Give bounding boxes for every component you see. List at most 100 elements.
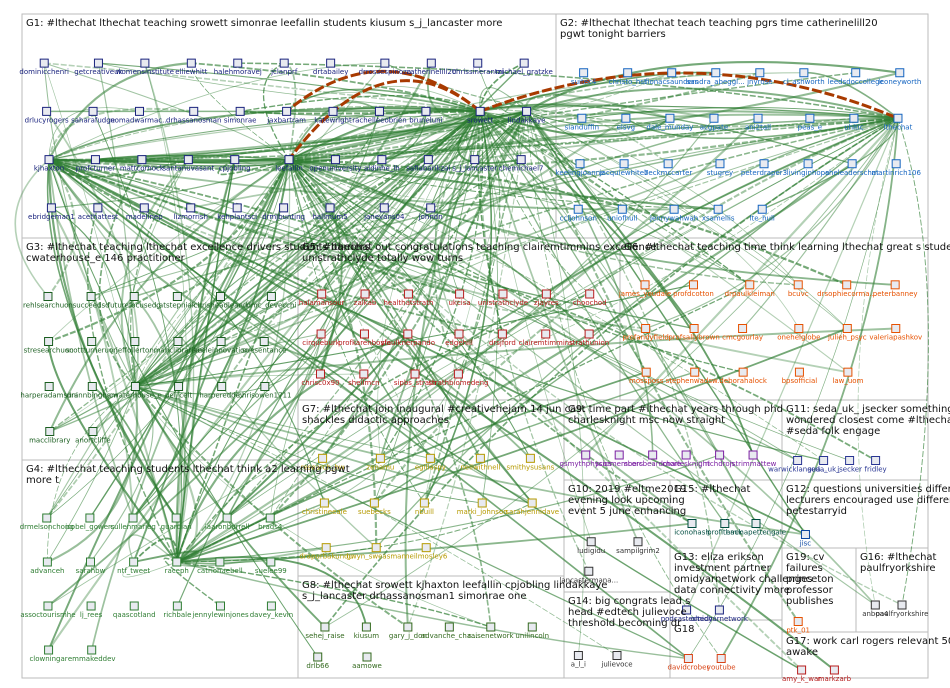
node-brads4[interactable]: brads4 [258, 513, 283, 531]
node-anortcliffe[interactable]: anortcliffe [75, 427, 111, 445]
node-christineeale[interactable]: christineeale [302, 498, 347, 516]
node-cwaterhouse_e[interactable]: cwaterhouse_e [109, 382, 162, 400]
node-dominicchenri[interactable]: dominicchenri [19, 58, 69, 76]
node-santanuvasant[interactable]: santanuvasant [162, 155, 214, 173]
node-getcreativeuk[interactable]: getcreativeuk [74, 58, 124, 76]
node-jennylewinjones[interactable]: jennylewinjones [191, 601, 249, 619]
node-strathbiomedeng[interactable]: strathbiomedeng [428, 369, 488, 387]
node-lizmorrish[interactable]: lizmorrish [174, 203, 208, 221]
node-sehej_raise[interactable]: sehej_raise [305, 622, 345, 640]
node-scormembers[interactable]: scormembers [595, 450, 643, 468]
node-markzarb[interactable]: markzarb [818, 665, 852, 683]
node-iconohash[interactable]: iconohash [674, 519, 710, 537]
node-lthechat[interactable]: lthechat [884, 113, 913, 131]
node-unilincoln[interactable]: unilincoln [515, 622, 549, 640]
node-ebridgeman1[interactable]: ebridgeman1 [28, 203, 75, 221]
node-drlb66[interactable]: drlb66 [306, 652, 330, 670]
node-smithysusans[interactable]: smithysusans [506, 453, 555, 471]
node-julieh_psyc[interactable]: julieh_psyc [827, 324, 867, 342]
node-peterbanney[interactable]: peterbanney [873, 280, 918, 298]
node-neilmosley6[interactable]: neilmosley6 [405, 543, 448, 561]
node-christo_hst[interactable]: christo_hst [609, 68, 647, 86]
node-clairemtimmins[interactable]: clairemtimmins [519, 329, 574, 347]
node-paulfryorkshire[interactable]: paulfryorkshire [876, 600, 929, 618]
node-kehplantsci[interactable]: kehplantsci [217, 203, 257, 221]
node-jclanprf[interactable]: jclanprf [270, 58, 298, 76]
node-anboa4[interactable]: anboa4 [862, 600, 889, 618]
node-isobel_gowers[interactable]: isobel_gowers [65, 513, 115, 531]
node-zjayres[interactable]: zjayres [534, 289, 559, 307]
node-richdron[interactable]: richdron [705, 450, 734, 468]
node-saharafudge[interactable]: saharafudge [71, 106, 115, 124]
node-harpereddev[interactable]: harpereddev [199, 382, 244, 400]
node-egillaspy[interactable]: egillaspy [415, 453, 446, 471]
node-lte_hull[interactable]: lte_hull [750, 204, 775, 222]
node-jstrimmattew[interactable]: jstrimmattew [729, 450, 777, 468]
node-unistrathclyde[interactable]: unistrathclyde [478, 289, 528, 307]
node-valeriapashkov[interactable]: valeriapashkov [869, 324, 922, 342]
node-sandra_abeggl-[interactable]: sandra_abeggl... [687, 68, 745, 86]
node-jnyrose[interactable]: jnyrose [746, 68, 773, 86]
node-fionacsaunders[interactable]: fionacsaunders [645, 68, 699, 86]
node-drapurbakundu[interactable]: drapurbakundu [299, 543, 353, 561]
node-rehlsearchuon[interactable]: rehlsearchuon [23, 292, 73, 310]
node-sfaulknerpando[interactable]: sfaulknerpando [381, 329, 435, 347]
node-sheleaderschat[interactable]: sheleaderschat [825, 159, 879, 177]
node-drmelsonchong[interactable]: drmelsonchong [20, 513, 74, 531]
node-jaxbartram[interactable]: jaxbartram [266, 106, 306, 124]
node-sipbs_strath[interactable]: sipbs_strath [394, 369, 436, 387]
node-uel_celt[interactable]: uel_celt [165, 382, 192, 400]
node-profkarenboyle[interactable]: profkarenboyle [338, 329, 391, 347]
node-hallmum5[interactable]: hallmum5 [312, 203, 348, 221]
node-peterdraper3[interactable]: peterdraper3 [741, 159, 787, 177]
node-aamowe[interactable]: aamowe [352, 652, 382, 670]
node-bpsofficial[interactable]: bpsofficial [782, 367, 818, 385]
node-jennywahwah[interactable]: jennywahwah [649, 204, 698, 222]
node-stresearchuon[interactable]: stresearchuon [24, 337, 74, 355]
node-chrisc0x90[interactable]: chrisc0x90 [301, 369, 340, 387]
node-neilwithnell[interactable]: neilwithnell [460, 453, 501, 471]
node-stugrey[interactable]: stugrey [707, 159, 733, 177]
node-amy_k_war[interactable]: amy_k_war [782, 665, 821, 683]
node-aldinhe_lh[interactable]: aldinhe_lh [364, 155, 400, 173]
node-zenamu[interactable]: zenamu [366, 453, 394, 471]
node-gwyn_sweasman[interactable]: gwyn_sweasman [346, 543, 406, 561]
node-openuniversity[interactable]: openuniversity [309, 155, 361, 173]
node-research_hw[interactable]: research_hw [301, 453, 345, 471]
node-advanche_cha-[interactable]: advanche_cha... [421, 622, 478, 640]
node-seda_uk_[interactable]: seda_uk_ [808, 456, 841, 474]
node-ludigidu[interactable]: ludigidu [577, 537, 605, 555]
node-drsjford[interactable]: drsjford [489, 329, 516, 347]
node-janevans04[interactable]: janevans04 [363, 203, 405, 221]
node-rachelleeobrien[interactable]: rachelleeobrien [352, 106, 407, 124]
node-scottturneruon[interactable]: scottturneruon [66, 337, 118, 355]
node-leedsdoccollege[interactable]: leedsdoccollege [828, 68, 884, 86]
node-ani2tall[interactable]: ani2tall [745, 113, 771, 131]
node-cmcgourlay[interactable]: cmcgourlay [722, 324, 763, 342]
node-drhassanosman[interactable]: drhassanosman [166, 106, 221, 124]
node-xsamellis[interactable]: xsamellis [702, 204, 735, 222]
node-suesentance[interactable]: suesentance [242, 337, 286, 355]
node-kjhaxton[interactable]: kjhaxton [34, 155, 64, 173]
node-jsecker[interactable]: jsecker [836, 456, 862, 474]
node-bcuvc[interactable]: bcuvc [788, 280, 809, 298]
node-halehmoravej[interactable]: halehmoravej [214, 58, 262, 76]
node-cullenmarieg[interactable]: cullenmarieg [110, 513, 156, 531]
node-lancastermana-[interactable]: lancastermana... [559, 566, 618, 584]
node-suitec4[interactable]: suitec4 [571, 68, 597, 86]
node-sianduffin[interactable]: sianduffin [565, 113, 599, 131]
node-keelingjoanne[interactable]: keelingjoanne [556, 159, 605, 177]
node-profcturner[interactable]: profcturner [76, 155, 115, 173]
node-raceph[interactable]: raceph [165, 557, 189, 575]
node-scorcbeardmore[interactable]: scorcbeardmore [624, 450, 681, 468]
node-halamansour[interactable]: halamansour [299, 289, 345, 307]
node-omidyarnetwork[interactable]: omidyarnetwork [691, 605, 749, 623]
node-womensinstitute[interactable]: womensinstitute [116, 58, 174, 76]
node-succeedsd[interactable]: succeedsd [73, 292, 110, 310]
node-mossposs[interactable]: mossposs [629, 367, 664, 385]
node-futurefocusedg[interactable]: futurefocusedg [108, 292, 161, 310]
node-guardian[interactable]: guardian [161, 513, 192, 531]
node-drpaulkleiman[interactable]: drpaulkleiman [725, 280, 775, 298]
node-chemichael7[interactable]: chemichael7 [499, 155, 544, 173]
node-profdcotton[interactable]: profdcotton [673, 280, 714, 298]
